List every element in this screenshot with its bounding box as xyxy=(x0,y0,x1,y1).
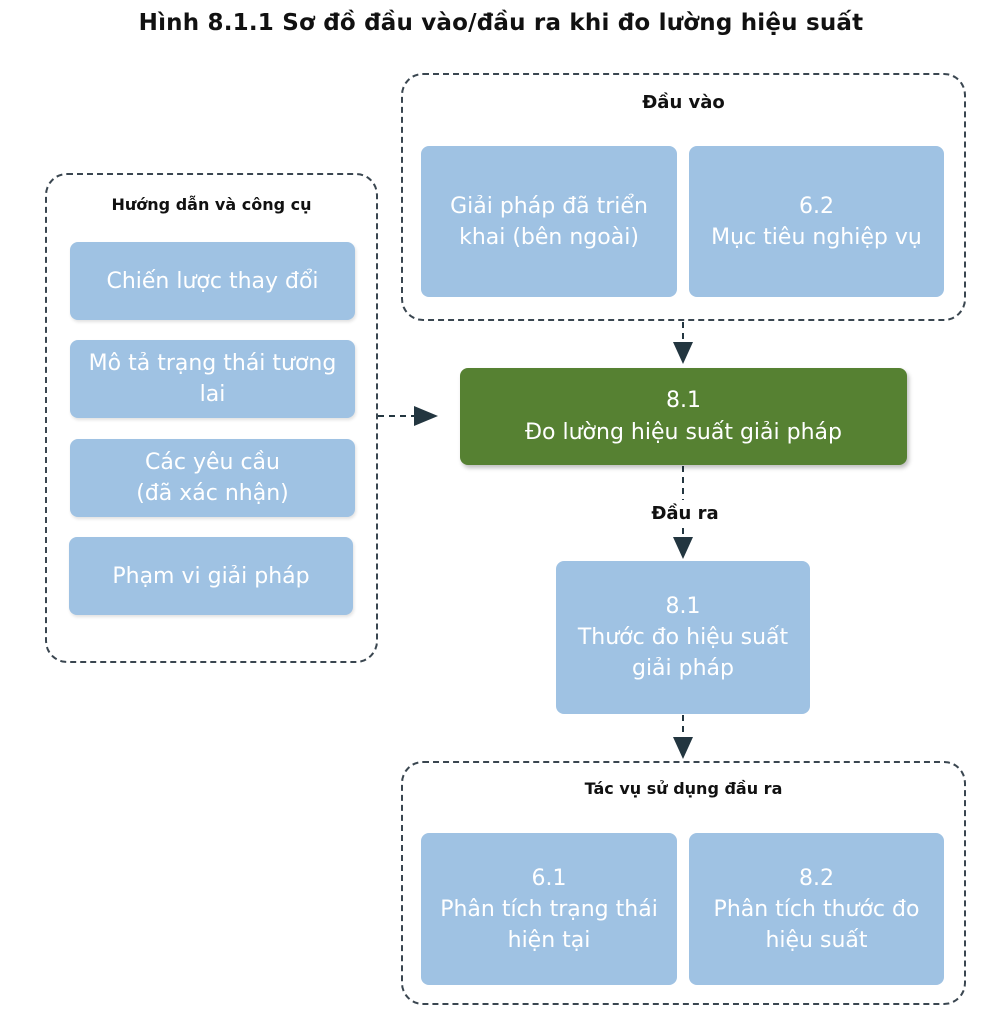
guidelines-label: Hướng dẫn và công cụ xyxy=(111,195,312,214)
consumer-2-number: 8.2 xyxy=(799,865,834,891)
guideline-future-state: Mô tả trạng thái tương lai xyxy=(70,340,355,418)
arrow-inputs-to-task xyxy=(673,322,693,364)
consumer-1-line1: Phân tích trạng thái xyxy=(440,896,658,922)
output-name-line2: giải pháp xyxy=(631,656,735,681)
figure-title: Hình 8.1.1 Sơ đồ đầu vào/đầu ra khi đo l… xyxy=(138,10,864,36)
arrow-task-to-output xyxy=(673,466,693,559)
guideline-requirements-line1: Các yêu cầu xyxy=(145,450,280,475)
consumer-2-line1: Phân tích thước đo xyxy=(713,896,920,922)
input-deployed-solution-line2: khai (bên ngoài) xyxy=(459,224,639,250)
consumer-current-state-analysis: 6.1 Phân tích trạng thái hiện tại xyxy=(421,833,677,985)
guideline-future-state-line1: Mô tả trạng thái tương xyxy=(88,351,337,376)
arrow-guidelines-to-task xyxy=(378,406,438,426)
arrow-output-to-consumers xyxy=(673,715,693,759)
consumer-2-line2: hiệu suất xyxy=(765,927,868,953)
task-measure-solution-performance: 8.1 Đo lường hiệu suất giải pháp xyxy=(460,368,907,465)
output-name-line1: Thước đo hiệu suất xyxy=(577,625,789,650)
guideline-solution-scope: Phạm vi giải pháp xyxy=(69,537,353,615)
output-number: 8.1 xyxy=(665,594,701,619)
guidelines-group: Hướng dẫn và công cụ xyxy=(45,173,378,663)
consumer-1-number: 6.1 xyxy=(531,865,567,891)
guideline-change-strategy-text: Chiến lược thay đổi xyxy=(106,268,319,294)
guideline-change-strategy: Chiến lược thay đổi xyxy=(70,242,355,320)
guideline-future-state-line2: lai xyxy=(199,382,226,407)
inputs-label: Đầu vào xyxy=(642,92,725,113)
consumer-performance-analysis: 8.2 Phân tích thước đo hiệu suất xyxy=(689,833,944,985)
guideline-requirements: Các yêu cầu (đã xác nhận) xyxy=(70,439,355,517)
consumer-1-line2: hiện tại xyxy=(507,927,591,953)
task-name: Đo lường hiệu suất giải pháp xyxy=(525,419,842,445)
task-number: 8.1 xyxy=(666,387,701,413)
guideline-solution-scope-text: Phạm vi giải pháp xyxy=(112,563,310,589)
output-performance-measures: 8.1 Thước đo hiệu suất giải pháp xyxy=(556,561,810,714)
input-deployed-solution: Giải pháp đã triển khai (bên ngoài) xyxy=(421,146,677,297)
guideline-requirements-line2: (đã xác nhận) xyxy=(136,481,289,506)
consumers-label: Tác vụ sử dụng đầu ra xyxy=(584,779,783,798)
outputs-label: Đầu ra xyxy=(651,503,719,524)
consumers-group: Tác vụ sử dụng đầu ra xyxy=(401,761,966,1005)
inputs-group: Đầu vào xyxy=(401,73,966,321)
input-deployed-solution-line1: Giải pháp đã triển xyxy=(450,193,648,219)
input-business-objectives-name: Mục tiêu nghiệp vụ xyxy=(711,224,922,250)
input-business-objectives-number: 6.2 xyxy=(799,193,834,219)
input-business-objectives: 6.2 Mục tiêu nghiệp vụ xyxy=(689,146,944,297)
